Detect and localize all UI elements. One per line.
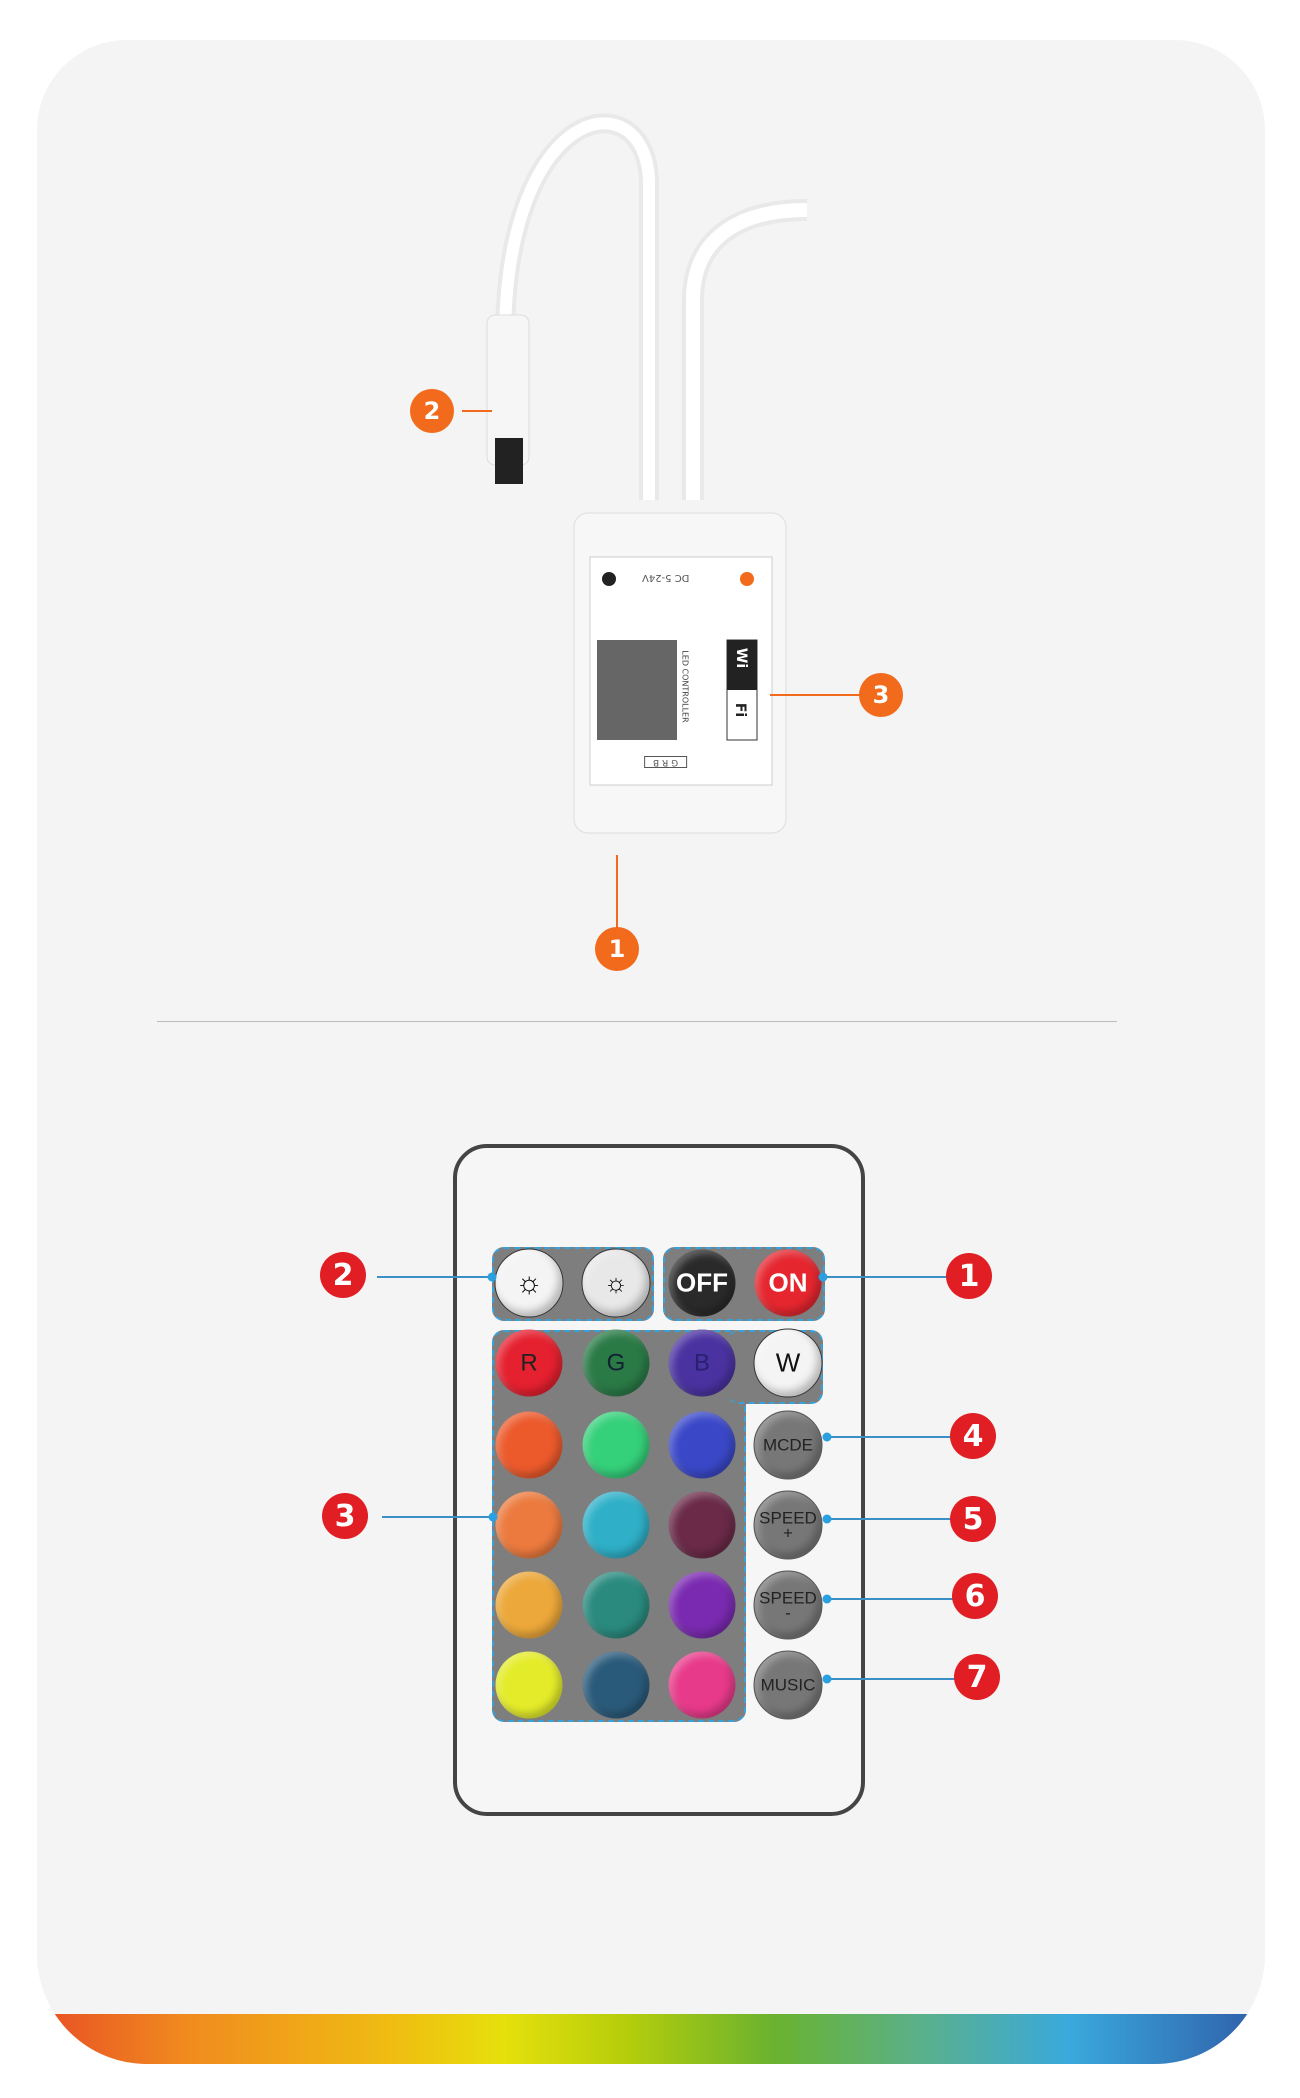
color-button[interactable] [582, 1411, 650, 1479]
speed-down-button[interactable]: SPEED- [753, 1570, 823, 1640]
color-button[interactable] [668, 1571, 736, 1639]
off-button[interactable]: OFF [668, 1249, 736, 1317]
color-button[interactable] [495, 1411, 563, 1479]
red-button[interactable]: R [495, 1329, 563, 1397]
remote-callout-3: 3 [322, 1493, 368, 1539]
brightness-down-icon: ☼ [604, 1267, 628, 1298]
white-button[interactable]: W [753, 1328, 823, 1398]
mode-button[interactable]: MCDE [753, 1410, 823, 1480]
remote-callout-2: 2 [320, 1252, 366, 1298]
rainbow-bar [37, 2014, 1265, 2064]
remote-callout-4: 4 [950, 1413, 996, 1459]
speed-down-button-label: SPEED [759, 1588, 817, 1607]
brightness-down-button[interactable]: ☼ [581, 1248, 651, 1318]
green-button-label: G [606, 1349, 626, 1376]
blue-button-label: B [693, 1349, 710, 1376]
color-button[interactable] [495, 1651, 563, 1719]
speed-up-button-label: SPEED [759, 1508, 817, 1527]
mode-button-label: MCDE [762, 1435, 814, 1455]
brightness-up-icon: ☼ [515, 1266, 543, 1299]
color-button[interactable] [495, 1571, 563, 1639]
brightness-up-button[interactable]: ☼ [494, 1248, 564, 1318]
remote-callout-6: 6 [952, 1573, 998, 1619]
color-button[interactable] [582, 1491, 650, 1559]
speed-up-button-sign: + [783, 1523, 793, 1542]
callout-2: 2 [410, 389, 454, 433]
color-button[interactable] [668, 1651, 736, 1719]
on-button[interactable]: ON [754, 1249, 822, 1317]
white-button-label: W [775, 1347, 801, 1378]
music-button-label: MUSIC [760, 1675, 816, 1695]
pins-label: G R B [644, 756, 688, 768]
color-button[interactable] [495, 1491, 563, 1559]
remote-callout-7: 7 [954, 1654, 1000, 1700]
section-divider [157, 1021, 1117, 1022]
callout-3: 3 [859, 673, 903, 717]
green-button[interactable]: G [582, 1329, 650, 1397]
color-button[interactable] [668, 1491, 736, 1559]
remote-callout-1: 1 [946, 1253, 992, 1299]
wifi-badge-wi: Wi [733, 647, 750, 669]
on-button-label: ON [768, 1267, 808, 1298]
speed-down-button-sign: - [785, 1603, 791, 1622]
controller-voltage-label: DC 5-24V [642, 572, 690, 583]
callout-1: 1 [595, 927, 639, 971]
product-card: DC 5-24V LED CONTROLLER Wi Fi G R B 2 3 … [37, 40, 1265, 2064]
red-button-label: R [520, 1349, 538, 1376]
color-button[interactable] [582, 1571, 650, 1639]
music-button[interactable]: MUSIC [753, 1650, 823, 1720]
blue-button[interactable]: B [668, 1329, 736, 1397]
speed-up-button[interactable]: SPEED+ [753, 1490, 823, 1560]
off-button-label: OFF [676, 1267, 728, 1298]
color-button[interactable] [582, 1651, 650, 1719]
controller-illustration [486, 113, 808, 834]
color-button[interactable] [668, 1411, 736, 1479]
wifi-badge-fi: Fi [732, 702, 749, 718]
remote-callout-5: 5 [950, 1496, 996, 1542]
controller-title-label: LED CONTROLLER [680, 650, 690, 723]
